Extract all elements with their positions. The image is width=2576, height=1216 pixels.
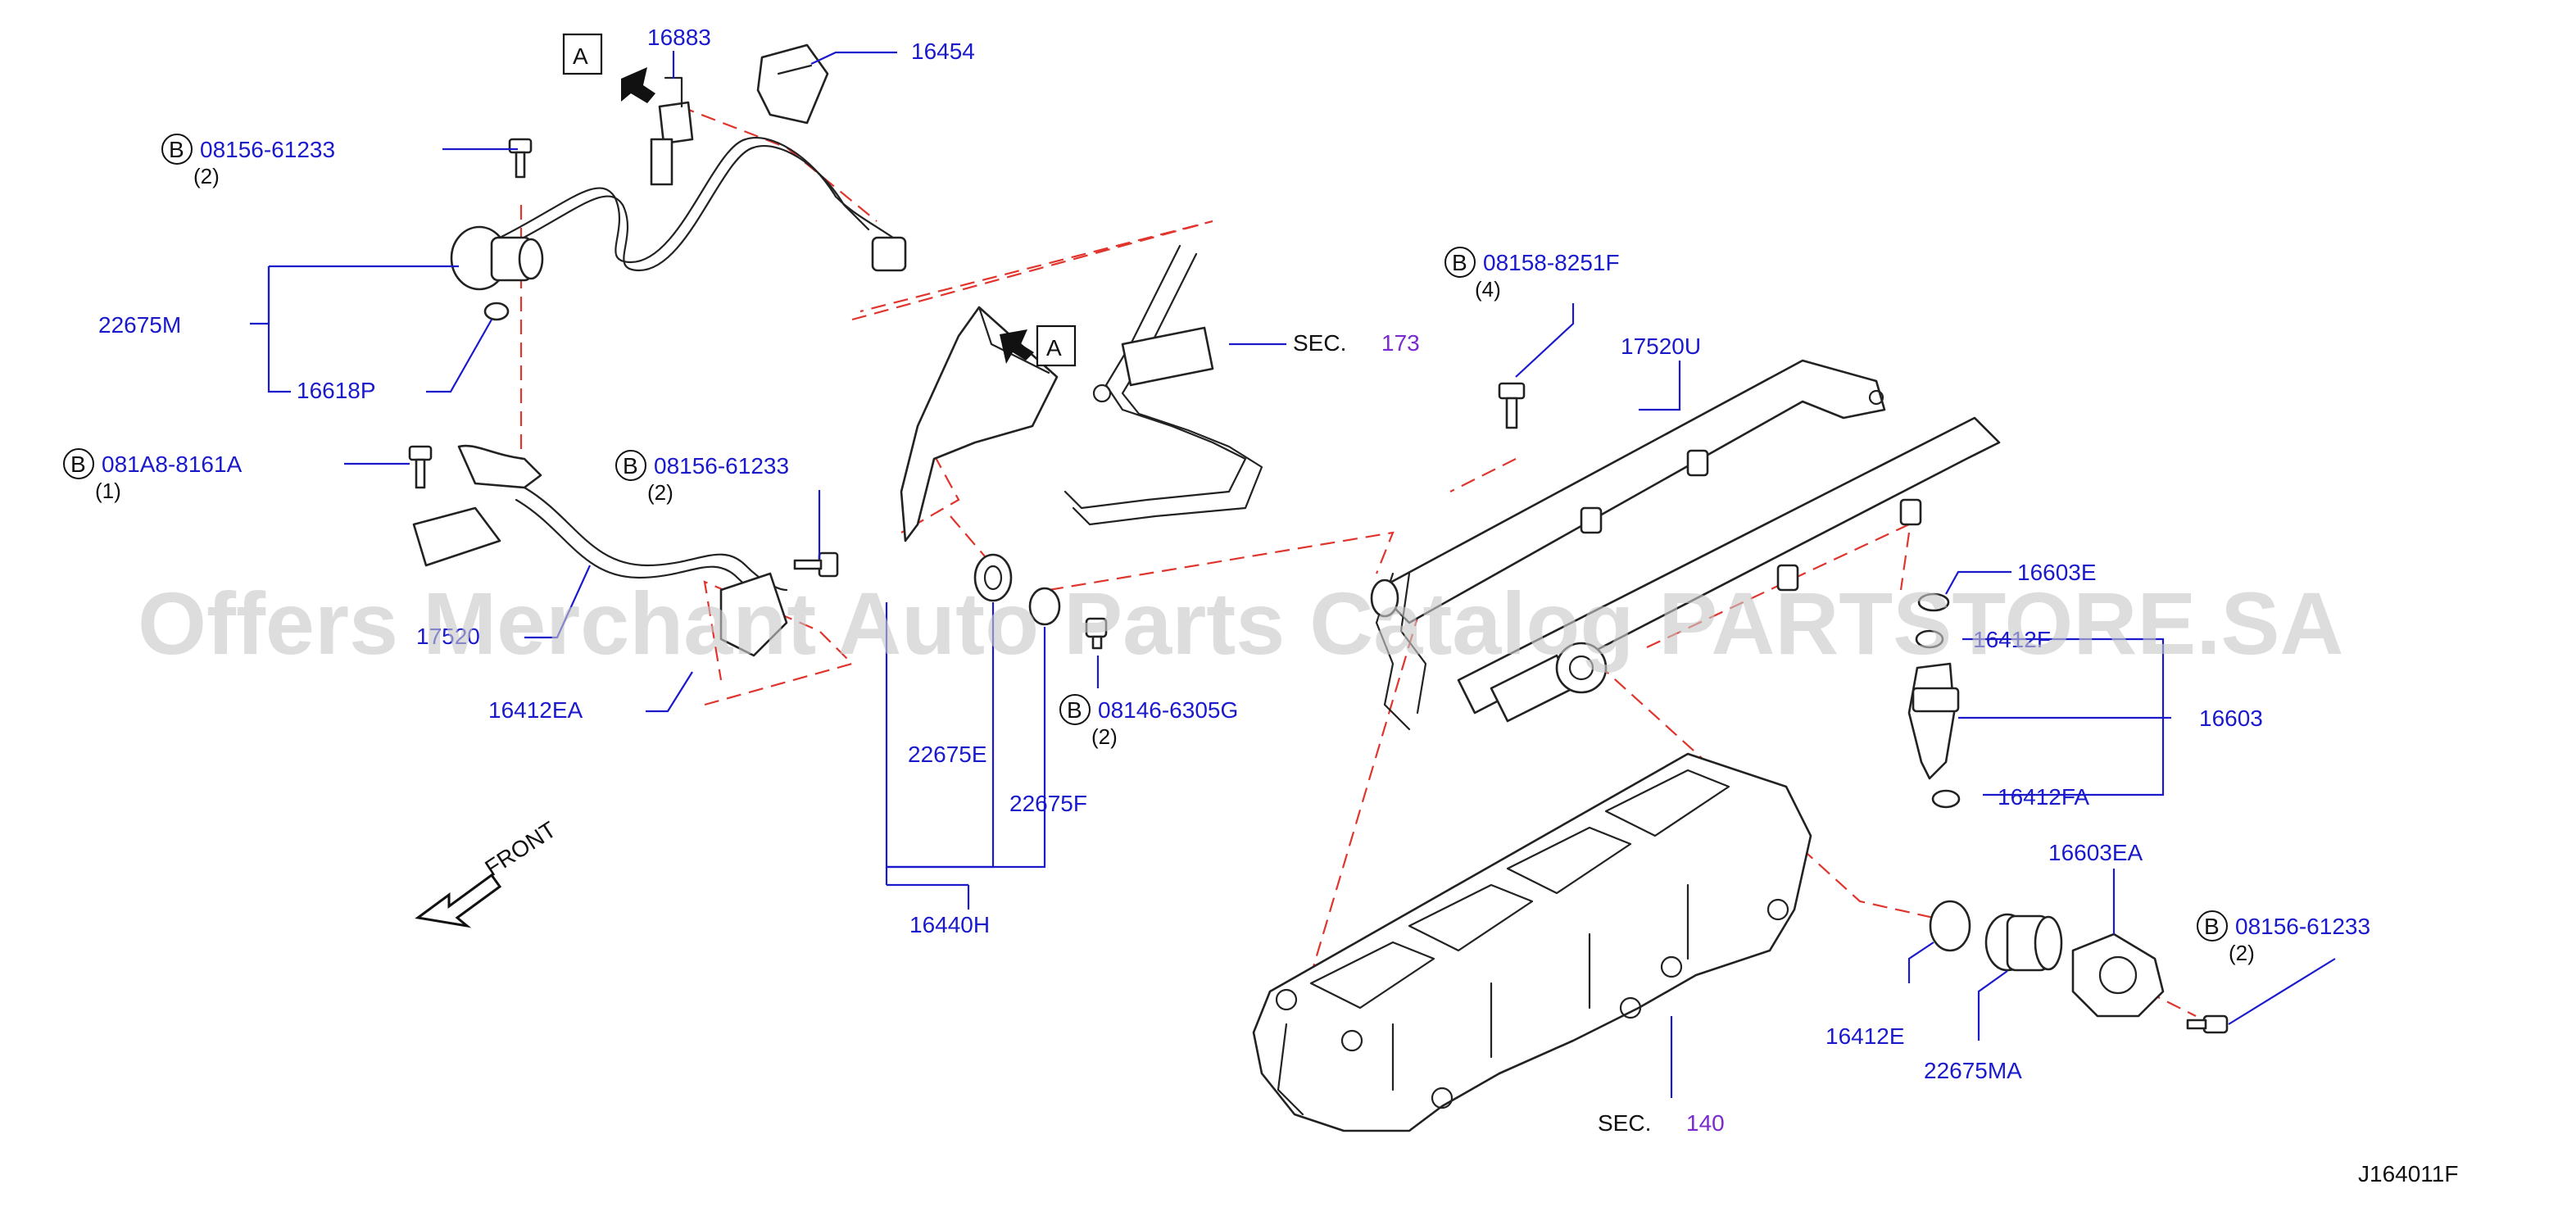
bolt-08158[interactable] — [1498, 382, 1526, 429]
watermark-text: Offers Merchant Auto Parts Catalog PARTS… — [138, 574, 2343, 673]
fuel-rail-17520u[interactable] — [1370, 359, 2001, 731]
callout-22675f[interactable]: 22675F — [1009, 791, 1087, 816]
damper-22675f[interactable] — [1028, 587, 1061, 626]
intake-manifold-sec140[interactable] — [1252, 752, 1812, 1132]
bolt-callout-08158[interactable]: B 08158-8251F (4) — [1444, 247, 1620, 302]
sec140-ref[interactable]: SEC. 140 — [1598, 1110, 1725, 1136]
callout-22675e[interactable]: 22675E — [908, 742, 987, 767]
damper-grommet-22675e[interactable] — [973, 553, 1013, 602]
diagram-code: J164011F — [2358, 1161, 2458, 1187]
svg-text:08158-8251F: 08158-8251F — [1483, 250, 1620, 275]
svg-text:08156-61233: 08156-61233 — [654, 453, 789, 479]
callout-16412e[interactable]: 16412E — [1825, 1023, 1905, 1049]
svg-text:SEC.: SEC. — [1293, 330, 1346, 356]
o-ring-16412f[interactable] — [1915, 629, 1944, 649]
callout-16603e[interactable]: 16603E — [2017, 560, 2097, 585]
svg-text:SEC.: SEC. — [1598, 1110, 1651, 1136]
callout-22675ma[interactable]: 22675MA — [1924, 1058, 2022, 1083]
o-ring-16618p[interactable] — [483, 302, 510, 321]
bolt-08156-right[interactable] — [2186, 1014, 2229, 1034]
callout-17520[interactable]: 17520 — [416, 624, 480, 649]
svg-text:B: B — [1452, 250, 1467, 275]
pulsation-damper-22675m[interactable] — [450, 225, 544, 291]
svg-text:08146-6305G: 08146-6305G — [1098, 697, 1238, 723]
assembly-dashed-lines — [433, 105, 2197, 1017]
callout-16412fa[interactable]: 16412FA — [1998, 784, 2089, 810]
fuel-tube-sec173[interactable] — [1064, 244, 1263, 526]
callout-16883[interactable]: 16883 — [647, 25, 711, 50]
svg-text:081A8-8161A: 081A8-8161A — [102, 451, 243, 477]
svg-text:A: A — [1046, 335, 1062, 361]
view-a-marker-top: A — [562, 33, 655, 103]
bracket-16440h[interactable] — [900, 306, 1059, 542]
svg-text:B: B — [169, 137, 184, 162]
callout-16454[interactable]: 16454 — [911, 39, 975, 64]
svg-text:A: A — [573, 43, 588, 69]
o-ring-16412e[interactable] — [1929, 900, 1971, 952]
callout-16440h[interactable]: 16440H — [909, 912, 990, 937]
svg-text:(2): (2) — [193, 164, 220, 188]
svg-text:(2): (2) — [2229, 941, 2255, 965]
svg-text:(4): (4) — [1475, 277, 1501, 302]
svg-text:173: 173 — [1381, 330, 1420, 356]
view-a-marker-mid: A — [1000, 324, 1077, 367]
svg-text:B: B — [623, 453, 638, 479]
callout-16412ea[interactable]: 16412EA — [488, 697, 583, 723]
front-direction-arrow: FRONT — [415, 817, 560, 928]
bolt-callout-top[interactable]: B 08156-61233 (2) — [161, 134, 335, 188]
injector-16603[interactable] — [1907, 662, 1960, 780]
bolt-callout-08146[interactable]: B 08146-6305G (2) — [1059, 694, 1238, 749]
sec173-ref[interactable]: SEC. 173 — [1293, 330, 1420, 356]
clip-16883[interactable] — [650, 76, 694, 186]
o-ring-16412fa[interactable] — [1931, 789, 1961, 809]
callout-16603ea[interactable]: 16603EA — [2048, 840, 2143, 865]
cover-16603ea[interactable] — [2071, 932, 2165, 1018]
pressure-regulator[interactable] — [1490, 642, 1608, 723]
bolt-callout-right[interactable]: B 08156-61233 (2) — [2197, 910, 2370, 965]
callout-16412f[interactable]: 16412F — [1973, 627, 2051, 652]
callout-16603[interactable]: 16603 — [2199, 706, 2263, 731]
o-ring-16603e[interactable] — [1917, 592, 1950, 612]
svg-text:(2): (2) — [647, 480, 673, 505]
fuel-hose-lower-17520[interactable] — [412, 444, 788, 657]
bolt-callout-081a8[interactable]: B 081A8-8161A (1) — [63, 448, 243, 503]
bolt-08156-mid[interactable] — [793, 551, 839, 578]
svg-text:B: B — [2204, 914, 2220, 939]
bolt-top[interactable] — [508, 138, 533, 179]
svg-text:B: B — [70, 451, 86, 477]
svg-text:(2): (2) — [1091, 724, 1118, 749]
svg-text:B: B — [1067, 697, 1082, 723]
bolt-08146[interactable] — [1085, 617, 1108, 650]
fuel-hose-upper[interactable] — [498, 137, 907, 272]
callout-17520u[interactable]: 17520U — [1621, 333, 1701, 359]
front-label: FRONT — [480, 817, 560, 882]
bolt-callout-mid[interactable]: B 08156-61233 (2) — [615, 450, 789, 505]
svg-text:140: 140 — [1686, 1110, 1725, 1136]
callout-22675m[interactable]: 22675M — [98, 312, 181, 338]
svg-text:08156-61233: 08156-61233 — [200, 137, 335, 162]
clip-16454[interactable] — [756, 43, 829, 125]
svg-text:(1): (1) — [95, 479, 121, 503]
callout-16618p[interactable]: 16618P — [297, 378, 376, 403]
bolt-081a8[interactable] — [408, 445, 433, 489]
leader-lines — [250, 51, 2336, 1098]
damper-22675ma[interactable] — [1984, 913, 2063, 972]
svg-text:08156-61233: 08156-61233 — [2235, 914, 2370, 939]
